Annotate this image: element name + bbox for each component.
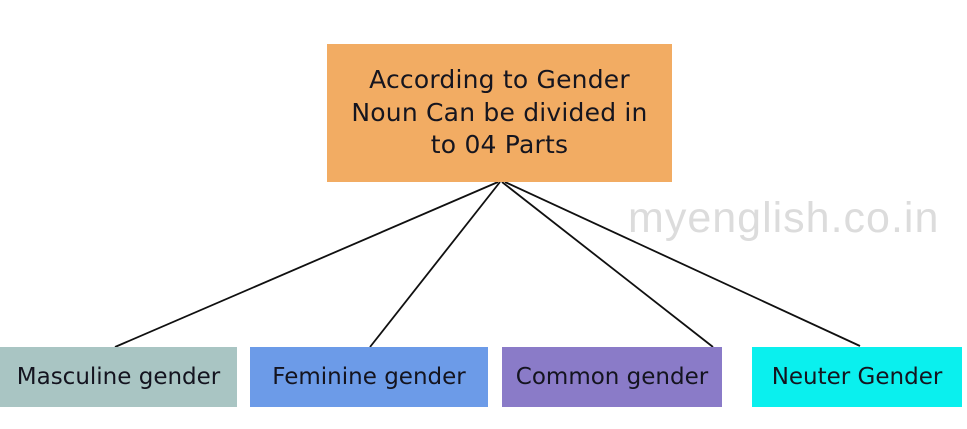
node-feminine-gender: Feminine gender bbox=[250, 347, 488, 407]
node-feminine-gender-label: Feminine gender bbox=[272, 364, 466, 390]
root-node-line-3: to 04 Parts bbox=[430, 130, 569, 160]
root-node: According to Gender Noun Can be divided … bbox=[327, 44, 672, 182]
root-node-line-2: Noun Can be divided in bbox=[351, 97, 648, 127]
connector-line-masculine bbox=[114, 181, 499, 348]
root-node-text: According to Gender Noun Can be divided … bbox=[351, 64, 647, 162]
node-neuter-gender: Neuter Gender bbox=[752, 347, 962, 407]
node-masculine-gender-label: Masculine gender bbox=[16, 364, 221, 390]
connector-line-feminine bbox=[369, 181, 501, 348]
node-common-gender: Common gender bbox=[502, 347, 722, 407]
node-masculine-gender: Masculine gender bbox=[0, 347, 237, 407]
root-node-line-1: According to Gender bbox=[369, 65, 630, 95]
watermark-text: myenglish.co.in bbox=[628, 194, 940, 242]
node-common-gender-label: Common gender bbox=[515, 364, 709, 390]
node-neuter-gender-label: Neuter Gender bbox=[771, 364, 943, 390]
